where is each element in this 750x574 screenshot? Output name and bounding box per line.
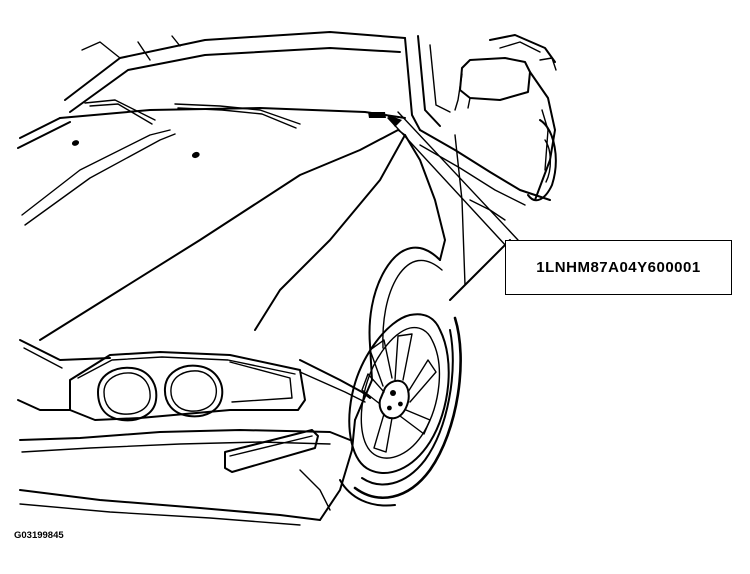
side-mirror bbox=[454, 57, 531, 111]
body-side bbox=[419, 34, 557, 301]
front-wheel bbox=[339, 313, 462, 507]
figure-code: G03199845 bbox=[14, 530, 64, 541]
headlight bbox=[69, 351, 306, 422]
a-pillar bbox=[404, 35, 451, 131]
vin-number: 1LNHM87A04Y600001 bbox=[536, 259, 701, 276]
windshield bbox=[59, 31, 406, 129]
front-bumper bbox=[17, 399, 351, 526]
front-fender bbox=[299, 134, 446, 521]
leader-arrow-icon bbox=[386, 111, 519, 249]
vin-callout-box: 1LNHM87A04Y600001 bbox=[505, 240, 732, 295]
hood bbox=[17, 112, 406, 369]
